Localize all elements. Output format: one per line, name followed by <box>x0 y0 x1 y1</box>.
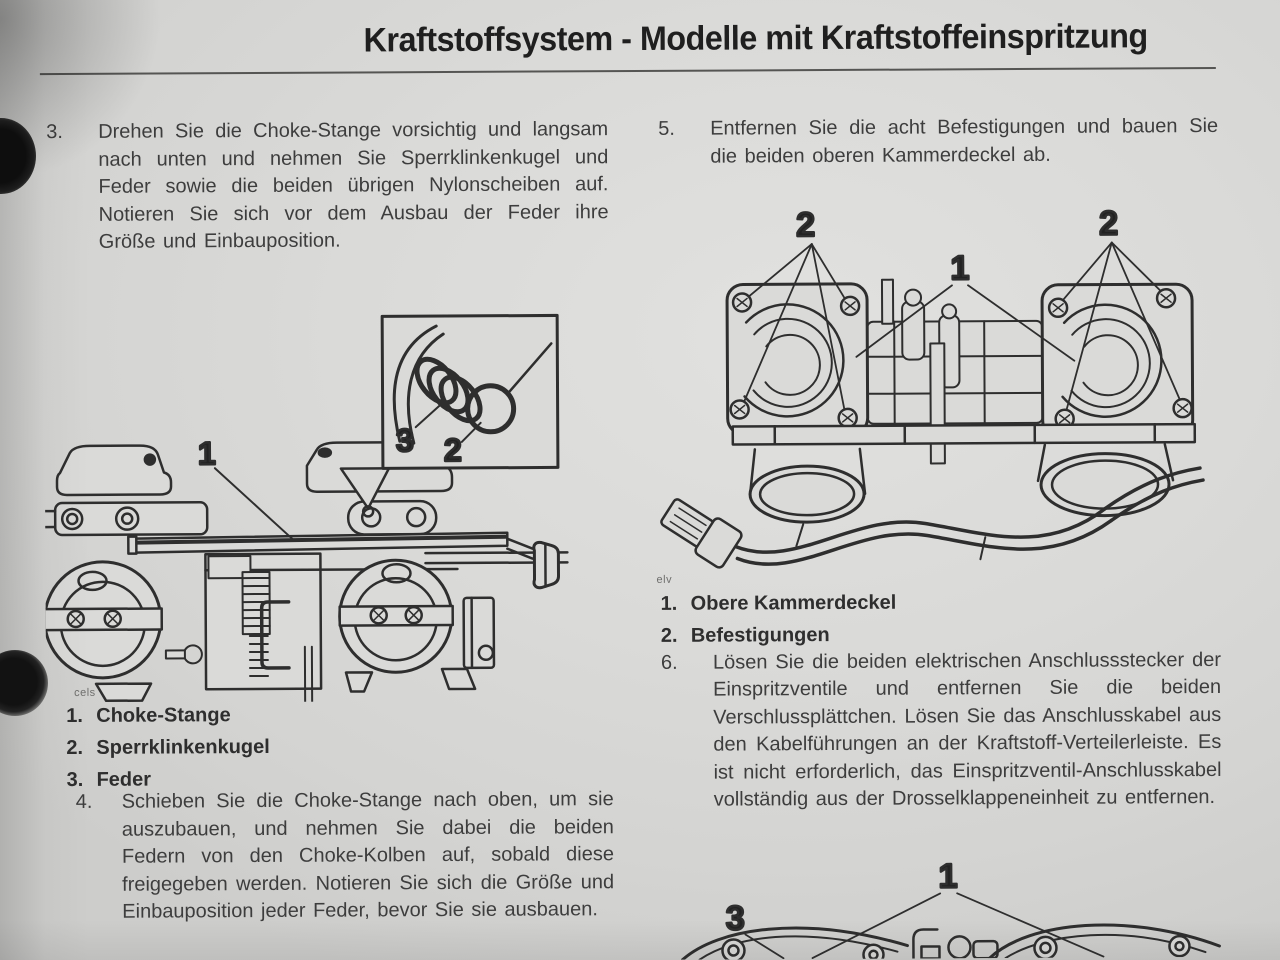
legend-item-befestigungen: 2. Befestigungen <box>661 618 1081 652</box>
throttle-bore-right <box>338 558 496 693</box>
chamber-cover-left <box>725 282 870 436</box>
step-3-text: Drehen Sie die Choke-Stange vorsichtig u… <box>98 118 609 253</box>
cover-fasteners <box>729 287 1193 430</box>
legend-item-sperrklinkenkugel: 2. Sperrklinkenkugel <box>66 730 466 764</box>
ball-drawing <box>465 383 517 435</box>
step-6-text: Lösen Sie die beiden elektrischen Anschl… <box>712 648 1222 811</box>
figure2-caption-fragment: elv <box>656 573 673 586</box>
step-5-number: 5. <box>658 117 675 140</box>
chamber-cover-right <box>1040 282 1195 439</box>
legend-number: 2. <box>66 736 84 760</box>
callout-2-left-leaders <box>740 243 849 417</box>
step-3: 3. Drehen Sie die Choke-Stange vorsichti… <box>46 116 609 256</box>
figure-carburetor-choke: 1 3 2 <box>44 300 611 703</box>
intake-bores <box>748 443 1175 524</box>
step-4-number: 4. <box>75 790 93 813</box>
step-5: 5. Entfernen Sie die acht Befestigungen … <box>658 113 1218 171</box>
callout-1-leaders <box>855 284 1076 362</box>
header-rule <box>39 66 1216 76</box>
legend-label: Sperrklinkenkugel <box>96 735 270 759</box>
choke-plunger-curve <box>392 324 438 443</box>
throttle-bore-left <box>44 560 164 703</box>
legend-item-kammerdeckel: 1. Obere Kammerdeckel <box>661 586 1081 620</box>
partial-cover-left <box>681 926 909 960</box>
choke-rod <box>127 531 509 555</box>
legend-number: 2. <box>660 624 678 647</box>
figure2-legend: 1. Obere Kammerdeckel 2. Befestigungen <box>661 586 1081 652</box>
figure2-callout-covers: 1 <box>950 249 969 287</box>
figure3-callout-covers: 1 <box>939 857 958 895</box>
figure1-callout-ball: 2 <box>444 432 462 468</box>
figure3-leaders <box>744 892 1105 960</box>
legend-number: 1. <box>66 704 83 728</box>
figure1-legend: 1. Choke-Stange 2. Sperrklinkenkugel 3. … <box>66 698 466 796</box>
callout-1-leader <box>213 467 295 541</box>
spring-drawing <box>414 356 483 424</box>
legend-item-choke-stange: 1. Choke-Stange <box>66 698 466 732</box>
figure1-callout-rod: 1 <box>198 435 216 471</box>
legend-number: 1. <box>660 592 678 615</box>
callout-2-right-leaders <box>1057 241 1184 418</box>
figure2-callout-fasteners-left: 2 <box>796 206 815 244</box>
legend-label: Obere Kammerdeckel <box>690 591 897 615</box>
page-title: Kraftstoffsystem - Modelle mit Kraftstof… <box>363 17 1148 60</box>
step-5-text: Entfernen Sie die acht Befestigungen und… <box>710 114 1219 168</box>
inset-detail-box <box>339 313 560 518</box>
carb-left-cover <box>44 444 209 537</box>
partial-center-parts <box>912 928 999 960</box>
figure-throttle-bodies-partial: 1 3 <box>657 852 1243 960</box>
carb-linkage-details <box>164 555 314 703</box>
step-6-number: 6. <box>660 651 678 674</box>
partial-cover-right <box>988 923 1221 960</box>
step-3-number: 3. <box>46 121 63 144</box>
step-4-text: Schieben Sie die Choke-Stange nach oben,… <box>121 788 615 923</box>
step-4: 4. Schieben Sie die Choke-Stange nach ob… <box>76 786 615 926</box>
legend-label: Befestigungen <box>690 624 830 647</box>
step-6: 6. Lösen Sie die beiden elektrischen Ans… <box>661 647 1222 814</box>
wiring-harness <box>733 466 1205 566</box>
choke-knob <box>506 537 561 590</box>
figure1-caption-fragment: cels <box>74 686 96 699</box>
figure2-callout-fasteners-right: 2 <box>1099 204 1118 242</box>
figure3-callout-plate: 3 <box>726 899 745 937</box>
electrical-connector <box>660 498 743 569</box>
figure1-callout-spring: 3 <box>396 422 414 458</box>
legend-label: Choke-Stange <box>96 704 231 727</box>
figure-throttle-bodies: 2 2 1 <box>654 192 1241 585</box>
fuel-rail <box>731 422 1197 446</box>
